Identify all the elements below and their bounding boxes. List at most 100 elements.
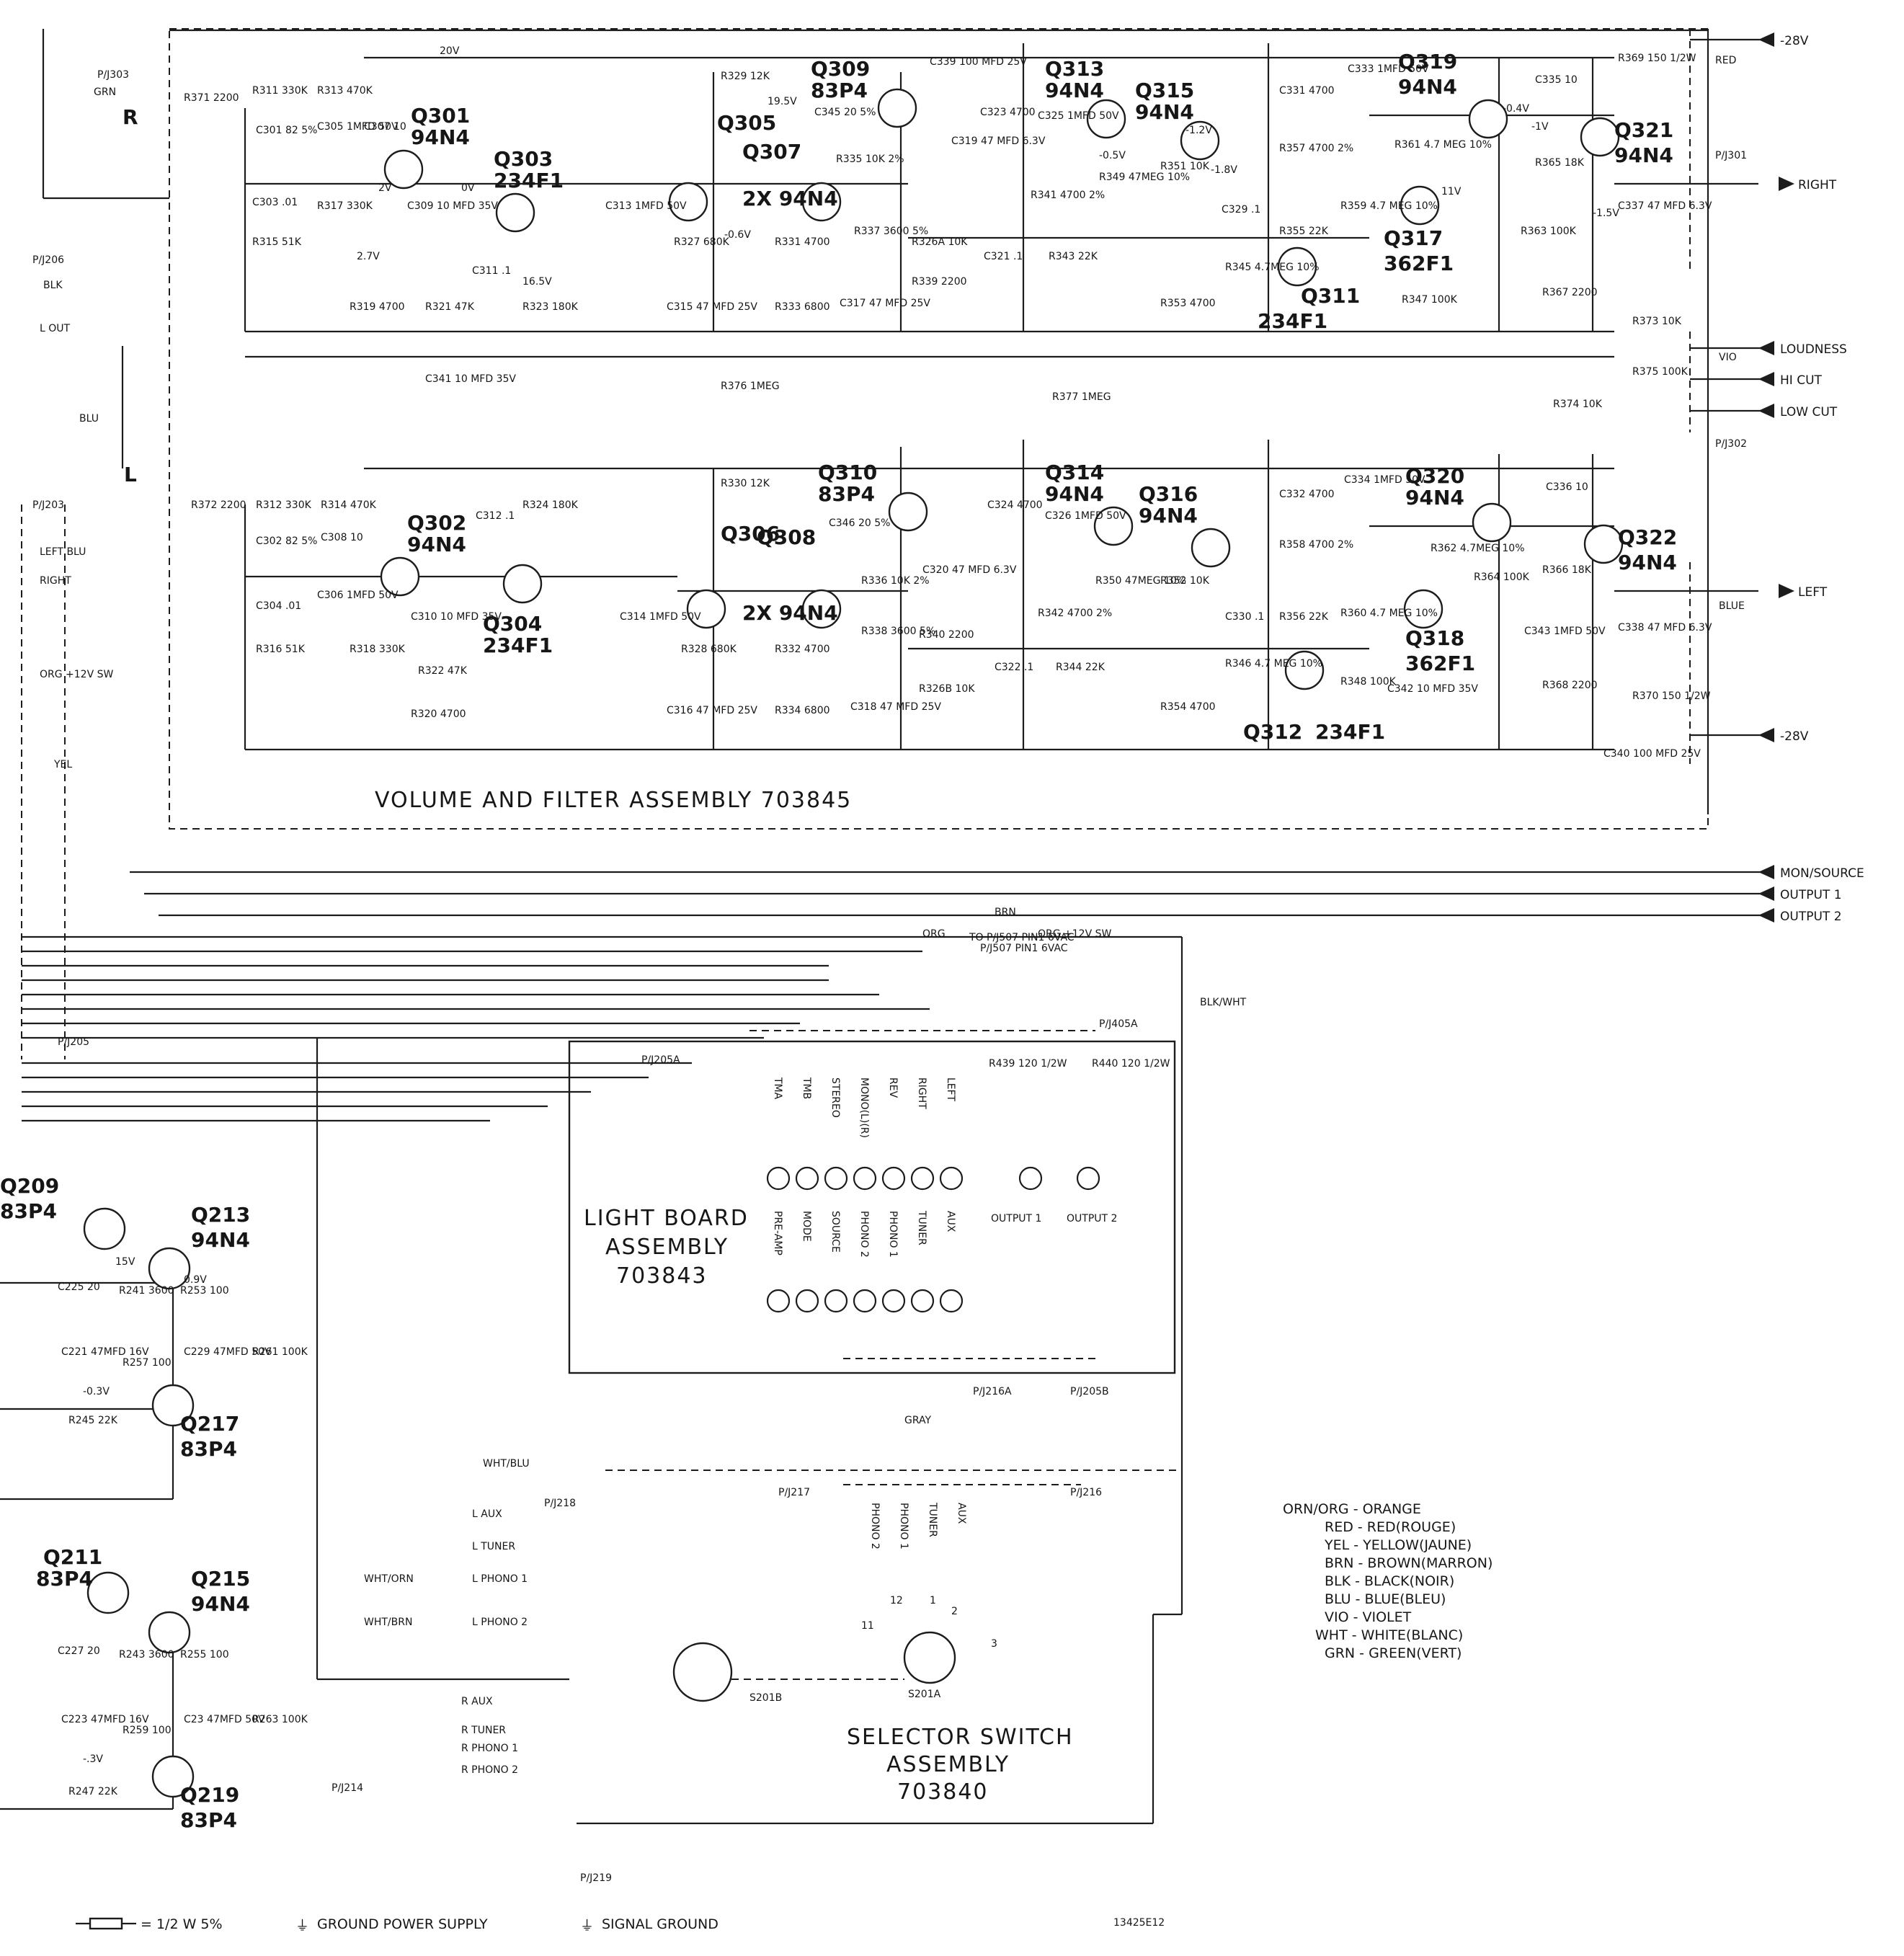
component-label: R315 51K (252, 236, 302, 248)
component-label: C307 10 (364, 121, 406, 133)
component-label: C334 1MFD 50V (1344, 474, 1425, 486)
voltage-label: -.3V (83, 1753, 103, 1765)
transistor-type: 94N4 (1135, 100, 1194, 124)
transistor-type: 234F1 (1315, 720, 1385, 744)
component-label: R324 180K (522, 499, 579, 511)
connector-label: P/J405A (1099, 1018, 1138, 1030)
transistor-symbol-q217 (151, 1384, 195, 1427)
lamp-resistor-label: R440 120 1/2W (1092, 1058, 1170, 1070)
transistor-symbol-q213 (148, 1247, 191, 1290)
component-label: C312 .1 (476, 510, 515, 522)
resistor-symbol (89, 1917, 123, 1930)
lamp-output-2 (1076, 1166, 1100, 1191)
transistor-symbol-q317 (1400, 185, 1440, 226)
signals-right: -28V RIGHT LOUDNESS HI CUT LOW CUT LEFT … (1780, 34, 1864, 924)
lamp-tma (766, 1166, 791, 1191)
footer-signal-ground: SIGNAL GROUND (602, 1916, 719, 1932)
selector-input-left: R TUNER (461, 1725, 506, 1736)
component-label: C315 47 MFD 25V (667, 301, 757, 313)
component-label: C309 10 MFD 35V (407, 200, 498, 212)
legend-entry: YEL - YELLOW(JAUNE) (1324, 1537, 1472, 1553)
component-label: C316 47 MFD 25V (667, 705, 757, 716)
component-label: R347 100K (1402, 294, 1458, 306)
component-label: C321 .1 (984, 251, 1023, 262)
transistor-type: 83P4 (811, 79, 868, 102)
component-label: R263 100K (252, 1714, 308, 1725)
component-label: R340 2200 (919, 629, 974, 641)
color-legend: ORN/ORG - ORANGE RED - RED(ROUGE) YEL - … (1283, 1501, 1492, 1661)
wire-color-label: BRN (995, 907, 1016, 918)
transistor-ref: Q311 (1301, 284, 1360, 308)
transistor-symbol-q308 (801, 589, 842, 629)
lamp-right (910, 1166, 935, 1191)
transistor-ref: Q320 (1405, 464, 1464, 488)
legend-entry: BLU - BLUE(BLEU) (1325, 1591, 1446, 1607)
transistor-ref: Q301 (411, 104, 470, 128)
component-label: R360 4.7 MEG 10% (1340, 608, 1438, 619)
component-label: R353 4700 (1160, 298, 1216, 309)
lamp-phono-2 (853, 1289, 877, 1313)
misc-label: 1 (930, 1595, 936, 1606)
component-label: R342 4700 2% (1038, 608, 1112, 619)
component-label: C303 .01 (252, 197, 298, 208)
voltage-label: 19.5V (768, 96, 797, 107)
transistor-symbol-q215 (148, 1611, 191, 1654)
component-label: R362 4.7MEG 10% (1431, 543, 1525, 554)
component-label: R349 47MEG 10% (1099, 172, 1190, 183)
lamp-label-top: MONO(L)(R) (858, 1077, 870, 1138)
component-label: C229 47MFD 50V (184, 1346, 272, 1358)
component-label: C306 1MFD 50V (317, 590, 399, 601)
component-label: C339 100 MFD 25V (930, 56, 1027, 68)
transistor-labels-top: Q301 94N4 Q303 234F1 Q305 Q307 2X 94N4 Q… (411, 50, 1673, 333)
component-label: C302 82 5% (256, 535, 317, 547)
selector-input-right: PHONO 2 (869, 1503, 881, 1550)
arrow-loudness (1758, 341, 1774, 355)
component-label: R337 3600 5% (854, 226, 928, 237)
transistor-type: 2X 94N4 (742, 601, 838, 625)
component-label: C346 20 5% (829, 517, 890, 529)
component-label: R313 470K (317, 85, 373, 97)
misc-label: 3 (991, 1638, 997, 1650)
wire-color-label: LEFT BLU (40, 546, 86, 558)
wire-color-label: GRN (94, 86, 116, 98)
component-label: R247 22K (68, 1786, 118, 1797)
transistor-type: 362F1 (1405, 652, 1475, 675)
transistor-symbol-q320 (1472, 502, 1512, 543)
component-label: R359 4.7 MEG 10% (1340, 200, 1438, 212)
wire-color-label: BLK (43, 280, 63, 291)
connector-label: S201A (908, 1689, 941, 1700)
component-label: C320 47 MFD 6.3V (922, 564, 1017, 576)
arrow-mon-source (1758, 865, 1774, 879)
ground-power-icon: ⏚ (295, 1918, 309, 1934)
voltage-label: -0.5V (1099, 150, 1126, 161)
legend-entry: ORN/ORG - ORANGE (1283, 1501, 1421, 1517)
transistor-symbol-q309 (877, 88, 917, 128)
lamp-phono-1 (881, 1289, 906, 1313)
wire-color-label: BLK/WHT (1200, 997, 1247, 1008)
signal-label: -28V (1780, 729, 1809, 744)
component-label: R319 4700 (350, 301, 405, 313)
transistor-symbol-q301 (383, 149, 424, 190)
connector-label: P/J203 (32, 499, 64, 511)
misc-label: TO P/J507 PIN1 6VAC (969, 932, 1075, 943)
transistor-type: 94N4 (1405, 486, 1464, 510)
misc-label: ORG +12V SW (1038, 928, 1112, 940)
transistor-symbol-q209 (83, 1207, 126, 1250)
component-label: R375 100K (1632, 366, 1689, 378)
component-label: R328 680K (681, 644, 737, 655)
lamp-label-top: TMA (772, 1077, 783, 1100)
legend-entry: BRN - BROWN(MARRON) (1325, 1555, 1492, 1571)
component-label: C333 1MFD 50V (1348, 63, 1429, 75)
component-label: R257 100 (123, 1357, 172, 1369)
component-label: C330 .1 (1225, 611, 1264, 623)
component-label: R341 4700 2% (1031, 190, 1105, 201)
component-label: C324 4700 (987, 499, 1043, 511)
wire-color-label: RIGHT (40, 575, 71, 587)
connector-labels: P/J303 P/J301 P/J302 P/J206 P/J203 P/J20… (32, 69, 1747, 1884)
transistor-type: 83P4 (0, 1199, 57, 1223)
component-label: R352 10K (1160, 575, 1210, 587)
component-label: C314 1MFD 50V (620, 611, 701, 623)
light-board-title-line-3: 703843 (616, 1263, 708, 1289)
component-label: R371 2200 (184, 92, 239, 104)
selector-switch-title-line-3: 703840 (897, 1779, 989, 1805)
